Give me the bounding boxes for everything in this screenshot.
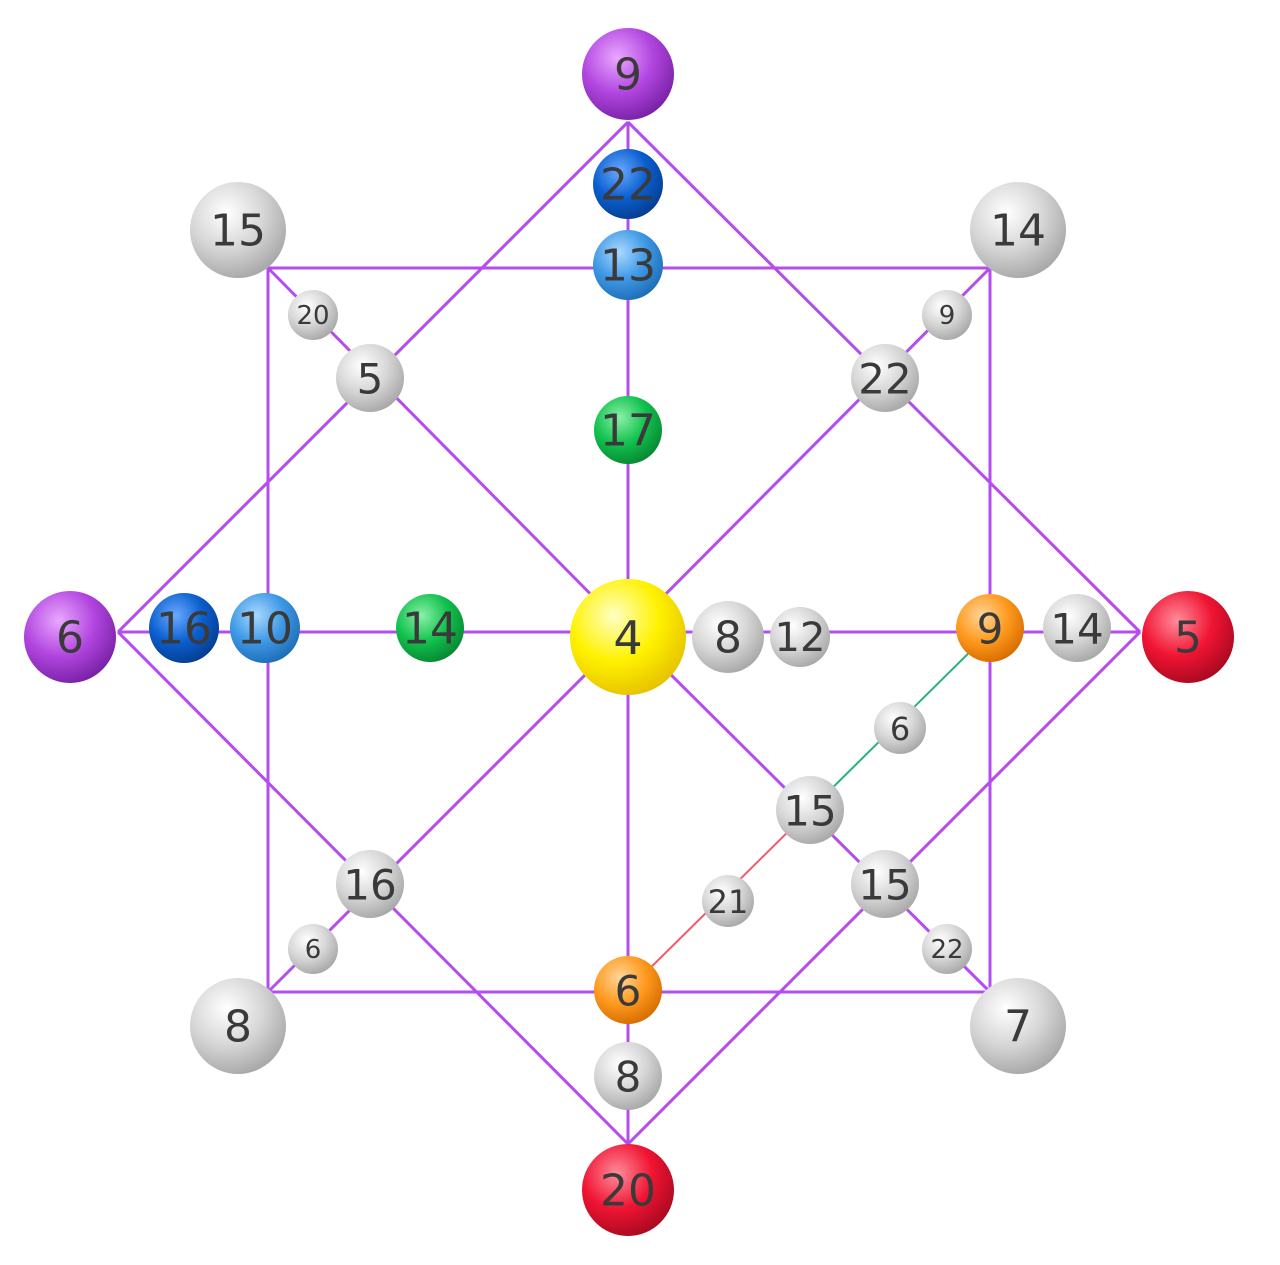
node-label: 14 [1050,605,1103,654]
node-circle [776,776,844,844]
node-label: 8 [224,1002,252,1053]
node-label: 7 [1004,1002,1032,1053]
node-circle [582,28,674,120]
node-center: 4 [570,579,686,695]
node-diag-21: 21 [702,875,754,927]
node-diag-mid: 15 [776,776,844,844]
node-left-2: 16 [149,593,219,663]
node-label: 15 [783,787,836,836]
node-cross-tr: 22 [851,344,919,412]
node-cross-br: 15 [851,850,919,918]
node-top-2: 22 [593,149,663,219]
node-circle [970,978,1066,1074]
node-label: 4 [613,611,642,665]
node-label: 16 [343,861,396,910]
node-circle [594,396,662,464]
node-circle [230,593,300,663]
node-corner-bl: 8 [190,978,286,1074]
node-circle [1142,591,1234,683]
node-circle [190,182,286,278]
node-small-bl: 6 [288,924,338,974]
node-right-a: 8 [692,601,764,673]
node-left-4: 14 [396,594,464,662]
node-label: 22 [858,355,911,404]
node-corner-br: 7 [970,978,1066,1074]
node-right: 5 [1142,591,1234,683]
node-circle [149,593,219,663]
node-label: 9 [939,301,956,331]
node-label: 6 [56,613,84,664]
node-label: 13 [600,241,656,292]
node-small-tr: 9 [922,290,972,340]
node-small-br: 22 [922,924,972,974]
node-corner-tl: 15 [190,182,286,278]
node-label: 9 [977,605,1004,654]
node-label: 21 [708,883,749,921]
node-label: 20 [600,1166,656,1217]
node-right-b: 12 [770,607,830,667]
node-circle [874,702,926,754]
node-bottom: 20 [582,1144,674,1236]
node-bottom-orange: 6 [594,956,662,1024]
node-top: 9 [582,28,674,120]
node-circle [288,924,338,974]
node-label: 20 [296,301,329,331]
node-label: 16 [156,604,212,655]
node-label: 9 [614,50,642,101]
node-circle [190,978,286,1074]
node-label: 5 [357,355,384,404]
node-label: 6 [615,967,642,1016]
node-right-c: 14 [1043,594,1111,662]
node-corner-tr: 14 [970,182,1066,278]
node-label: 8 [714,613,742,664]
node-circle [922,290,972,340]
node-left-3: 10 [230,593,300,663]
node-label: 22 [600,160,656,211]
node-circle [570,579,686,695]
node-left: 6 [24,591,116,683]
node-label: 5 [1174,613,1202,664]
node-circle [702,875,754,927]
node-label: 6 [890,710,910,748]
node-cross-tl: 5 [336,344,404,412]
nodes-layer: 9 22 13 17 6 16 10 14 4 8 12 9 14 5 20 6 8 15 14 8 7 20 9 6 22 5 2… [24,28,1234,1236]
node-circle [396,594,464,662]
node-circle [594,956,662,1024]
node-label: 6 [305,935,322,965]
node-top-4: 17 [594,396,662,464]
node-label: 15 [858,861,911,910]
node-circle [593,149,663,219]
node-circle [582,1144,674,1236]
node-circle [851,850,919,918]
node-circle [593,230,663,300]
node-label: 14 [402,604,458,655]
node-circle [288,290,338,340]
node-circle [970,182,1066,278]
node-label: 14 [990,206,1046,257]
node-circle [1043,594,1111,662]
node-circle [594,1042,662,1110]
node-label: 10 [237,604,293,655]
node-circle [692,601,764,673]
node-cross-bl: 16 [336,850,404,918]
node-small-tl: 20 [288,290,338,340]
node-circle [956,594,1024,662]
node-bottom-2: 8 [594,1042,662,1110]
node-circle [770,607,830,667]
node-label: 8 [615,1053,642,1102]
node-circle [336,344,404,412]
node-label: 15 [210,206,266,257]
node-circle [24,591,116,683]
node-circle [336,850,404,918]
node-diag-6: 6 [874,702,926,754]
node-circle [851,344,919,412]
node-top-3: 13 [593,230,663,300]
node-circle [922,924,972,974]
node-right-orange: 9 [956,594,1024,662]
node-label: 12 [775,615,826,661]
node-label: 22 [930,935,963,965]
node-label: 17 [600,406,656,457]
